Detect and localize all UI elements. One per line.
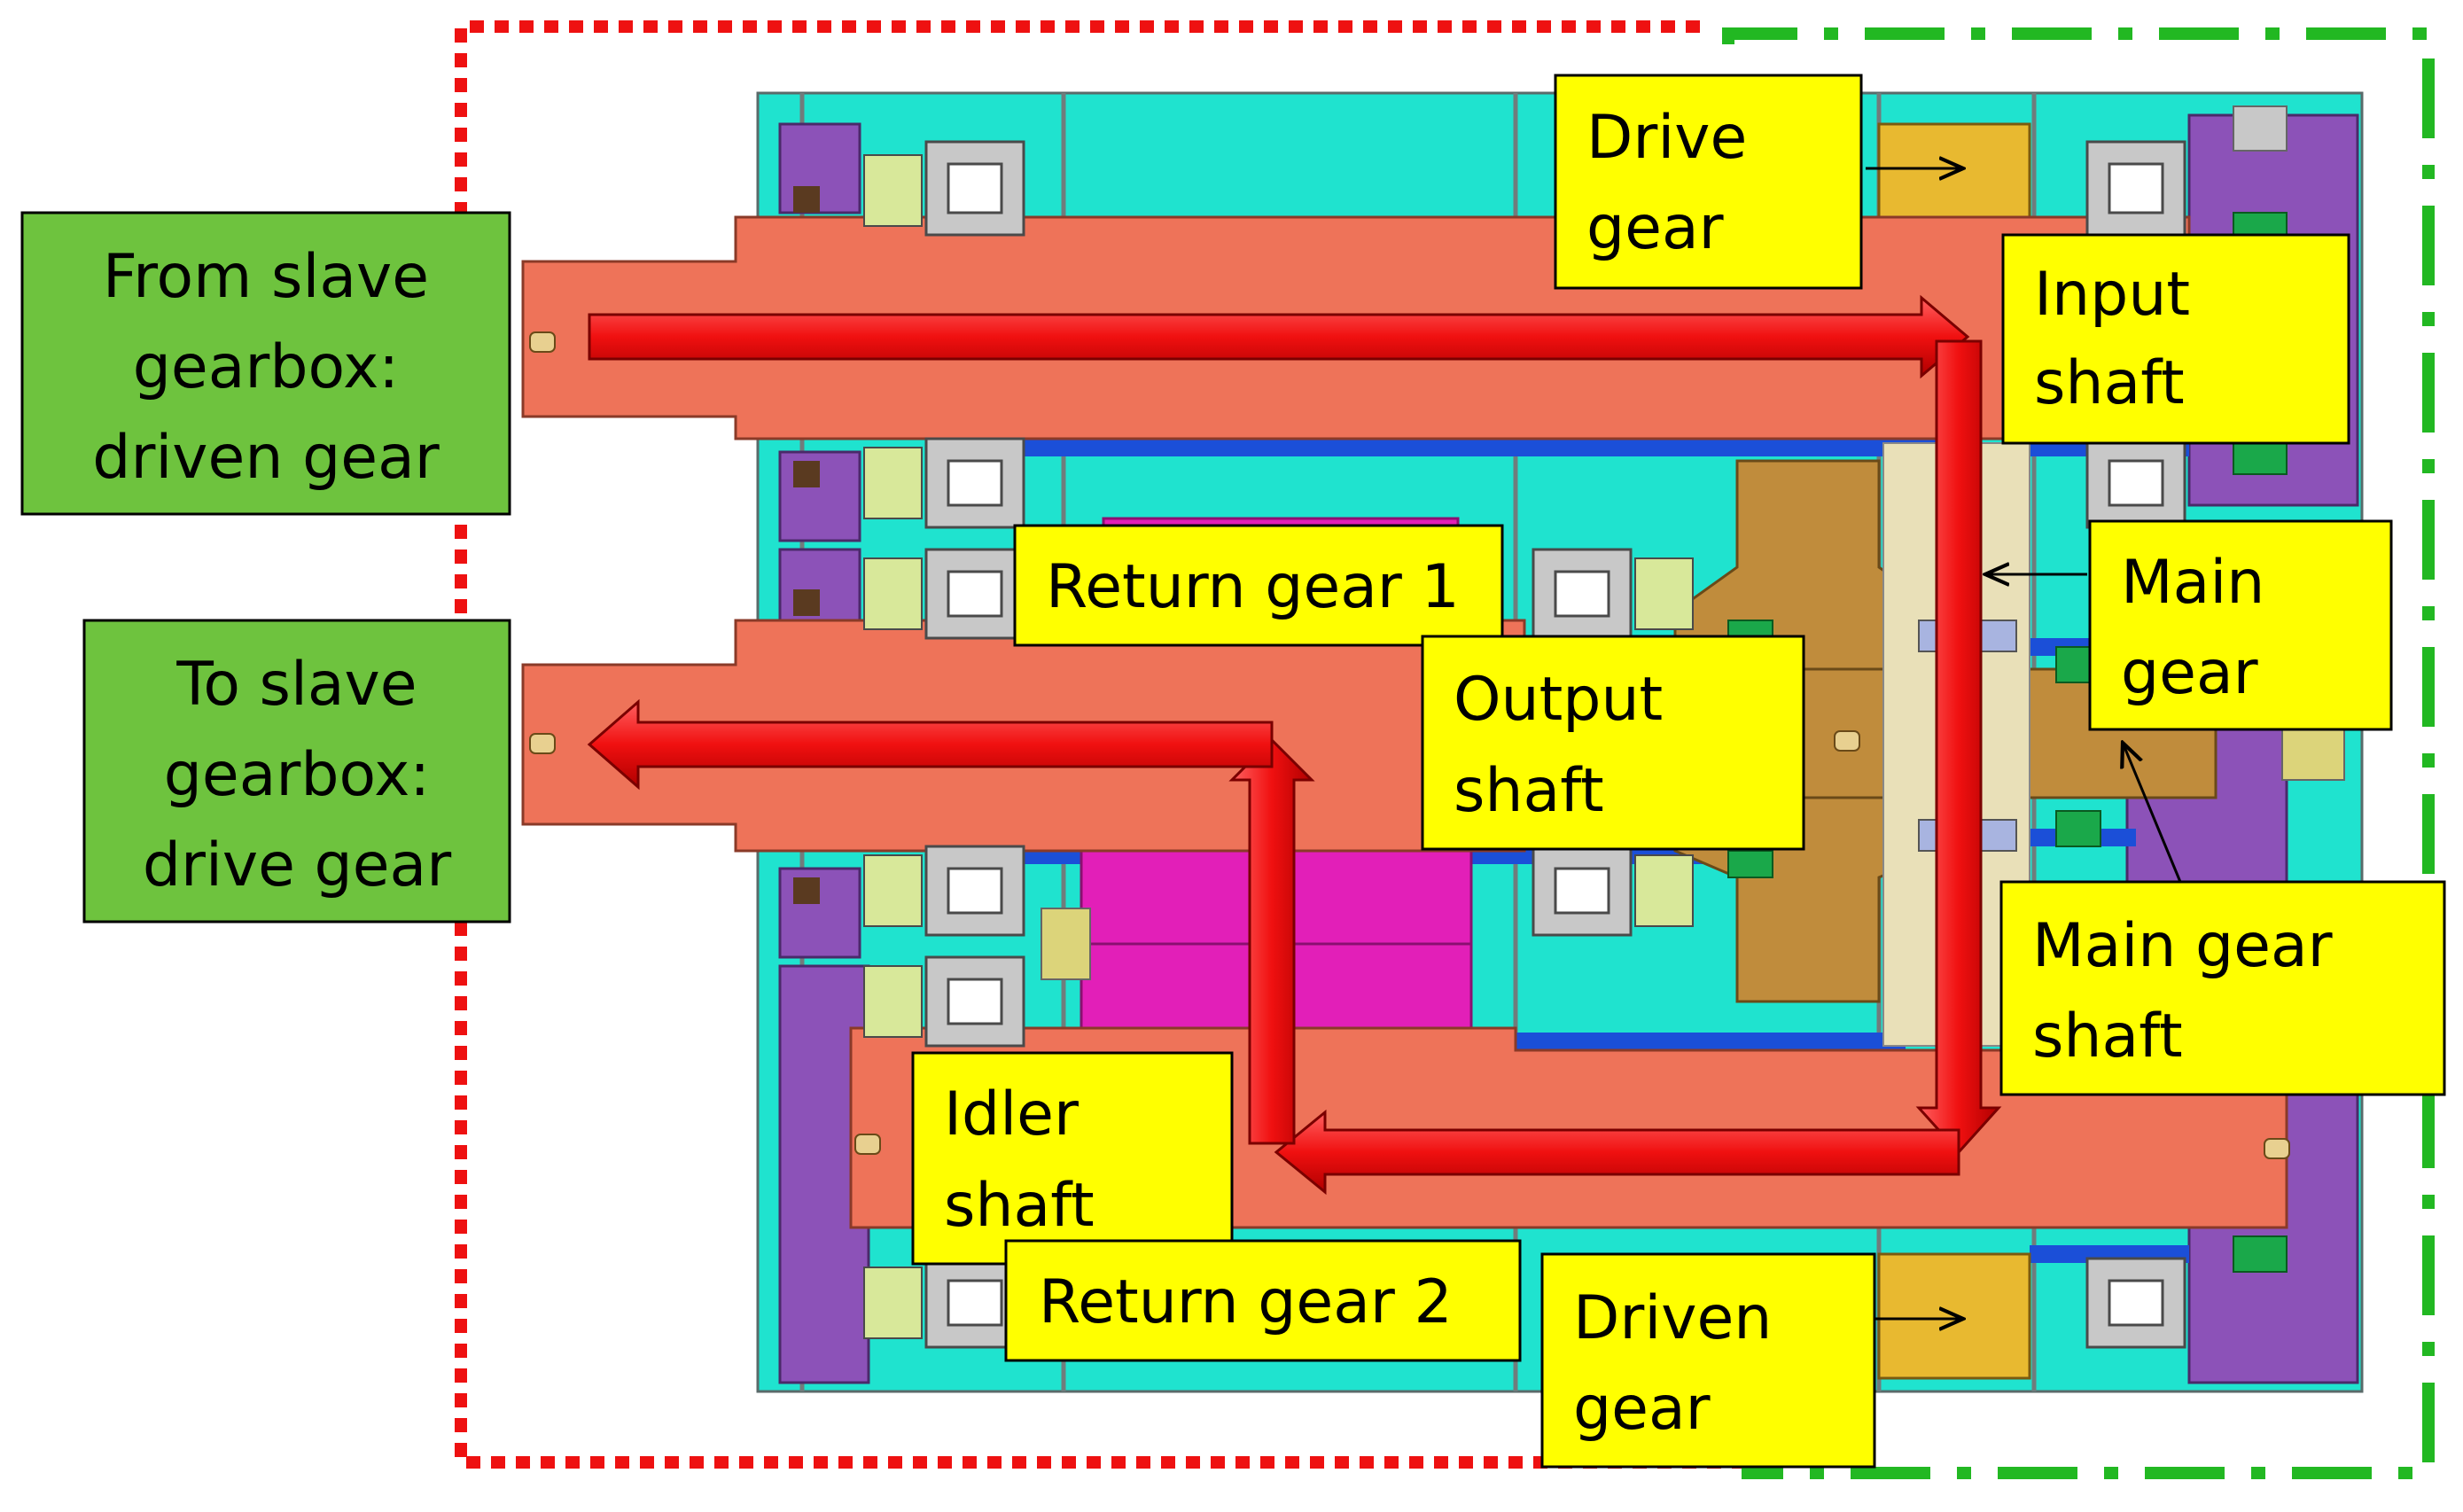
label-text: From slave	[103, 242, 429, 312]
main-gear-shaft-pointer	[2123, 743, 2182, 883]
label-text: Main	[2121, 548, 2264, 618]
label-text: Driven	[1573, 1283, 1772, 1353]
arrow-main-down	[1915, 339, 2002, 1155]
label-text: shaft	[1454, 756, 1604, 826]
label-text: shaft	[2032, 1002, 2183, 1072]
power-flow-arrows	[587, 294, 2002, 1196]
label-text: driven gear	[92, 423, 439, 493]
label-text: Main gear	[2032, 911, 2333, 981]
arrow-idler-up	[1228, 737, 1315, 1145]
label-from-slave: From slave gearbox: driven gear	[20, 211, 511, 516]
driven-gear-body	[1877, 1252, 2031, 1380]
bearings	[863, 140, 2186, 1349]
label-text: gearbox:	[164, 740, 430, 810]
shaft-center-holes	[529, 331, 2290, 1159]
arrow-output-left	[587, 698, 1274, 791]
pointer-arrows	[1866, 168, 2182, 1319]
label-to-slave: To slave gearbox: drive gear	[82, 619, 511, 924]
left-bolt-heads	[793, 186, 820, 904]
label-text: gear	[1586, 193, 1724, 263]
label-text: Drive	[1586, 103, 1747, 173]
master-gearbox-boundary	[1722, 27, 2435, 1479]
label-idler-shaft: Idler shaft	[911, 1051, 1234, 1266]
label-drive-gear: Drive gear	[1554, 74, 1863, 290]
label-text: drive gear	[143, 830, 451, 900]
label-text: gear	[1573, 1374, 1711, 1444]
label-text: Return gear 1	[1046, 552, 1460, 622]
label-driven-gear: Driven gear	[1540, 1252, 1876, 1469]
label-input-shaft: Input shaft	[2001, 233, 2350, 445]
label-text: Idler	[944, 1079, 1079, 1150]
right-cap-mid	[2281, 726, 2345, 781]
label-text: shaft	[944, 1171, 1095, 1241]
arrow-bottom-left	[1274, 1109, 1960, 1196]
right-cap-top	[2233, 105, 2288, 152]
label-text: To slave	[175, 650, 417, 720]
label-main-gear-shaft: Main gear shaft	[1999, 880, 2446, 1096]
label-text: gearbox:	[133, 332, 399, 402]
label-text: Input	[2034, 260, 2190, 330]
label-text: shaft	[2034, 348, 2185, 418]
label-main-gear: Main gear	[2088, 519, 2393, 731]
label-text: Return gear 2	[1039, 1267, 1453, 1337]
label-text: Output	[1454, 665, 1663, 735]
label-output-shaft: Output shaft	[1421, 635, 1805, 851]
label-return-gear-2: Return gear 2	[1004, 1239, 1522, 1362]
label-text: gear	[2121, 638, 2258, 708]
label-return-gear-1: Return gear 1	[1013, 524, 1504, 647]
return-gear-2-key	[1041, 908, 1091, 980]
